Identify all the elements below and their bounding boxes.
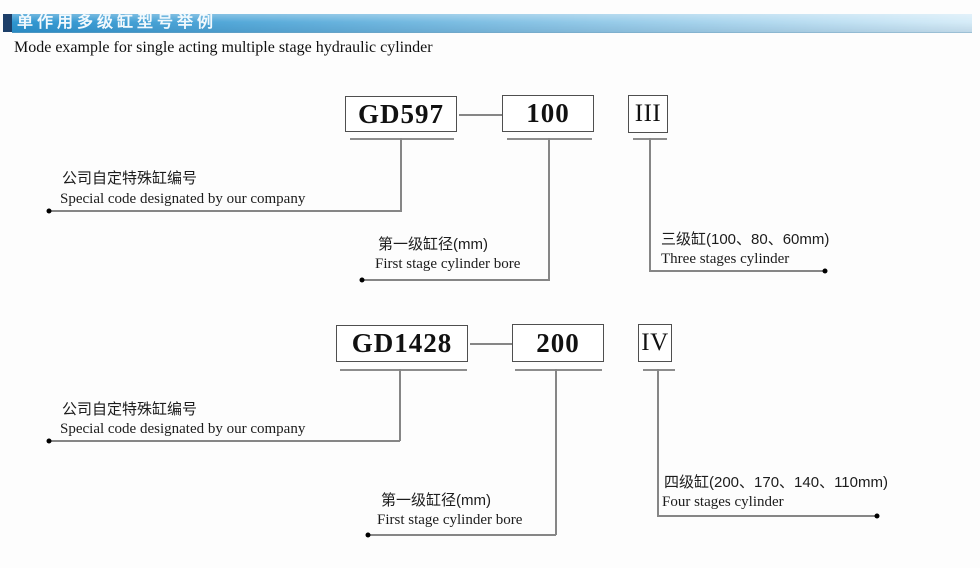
box-underline: [643, 369, 675, 371]
callout-label-en: Four stages cylinder: [662, 494, 784, 510]
callout-hline: [657, 515, 877, 517]
callout-label-zh: 公司自定特殊缸编号: [62, 401, 198, 418]
callout-label-zh: 三级缸(100、80、60mm): [661, 231, 830, 248]
callout-vline: [555, 369, 557, 535]
callout-dot: [46, 438, 52, 444]
callout-label-zh: 第一级缸径(mm): [381, 492, 491, 509]
callout-dot: [874, 513, 880, 519]
callout-dot: [365, 532, 371, 538]
box-underline: [350, 138, 454, 140]
box-underline: [507, 138, 592, 140]
callout-label-en: Special code designated by our company: [60, 421, 306, 437]
callout-label-en: First stage cylinder bore: [377, 512, 523, 528]
section-header-bar: 单作用多级缸型号举例: [12, 14, 972, 33]
callout-hline: [49, 210, 402, 212]
callout-hline: [49, 440, 400, 442]
callout-label-zh: 第一级缸径(mm): [378, 236, 488, 253]
stage-count-box: IV: [638, 324, 672, 362]
box-underline: [340, 369, 467, 371]
callout-vline: [548, 138, 550, 280]
bore-value: 100: [526, 98, 570, 128]
callout-label-en: First stage cylinder bore: [375, 256, 521, 272]
callout-label-en: Special code designated by our company: [60, 191, 306, 207]
bore-value: 200: [536, 327, 580, 358]
header-accent-square: [3, 14, 12, 32]
stage-count-box: III: [628, 95, 668, 133]
company-code-value: GD1428: [351, 328, 453, 358]
bore-box: 200: [512, 324, 604, 362]
company-code-box: GD1428: [336, 325, 468, 362]
stage-count-value: III: [634, 100, 662, 127]
callout-vline: [399, 369, 401, 441]
callout-hline: [649, 270, 825, 272]
callout-vline: [649, 138, 651, 271]
callout-vline: [657, 369, 659, 516]
callout-label-zh: 公司自定特殊缸编号: [62, 170, 198, 187]
stage-count-value: IV: [641, 329, 669, 356]
callout-dot: [46, 208, 52, 214]
callout-hline: [368, 534, 556, 536]
box-underline: [515, 369, 602, 371]
callout-label-zh: 四级缸(200、170、140、110mm): [664, 474, 888, 491]
callout-dot: [822, 268, 828, 274]
box-connector-line: [470, 343, 512, 345]
bore-box: 100: [502, 95, 594, 132]
box-connector-line: [459, 114, 502, 116]
company-code-value: GD597: [358, 98, 444, 129]
section-title-zh: 单作用多级缸型号举例: [17, 14, 218, 31]
callout-label-en: Three stages cylinder: [661, 251, 790, 267]
company-code-box: GD597: [345, 96, 457, 132]
callout-vline: [400, 138, 402, 211]
callout-dot: [359, 277, 365, 283]
callout-hline: [362, 279, 550, 281]
section-subtitle-en: Mode example for single acting multiple …: [14, 39, 433, 56]
